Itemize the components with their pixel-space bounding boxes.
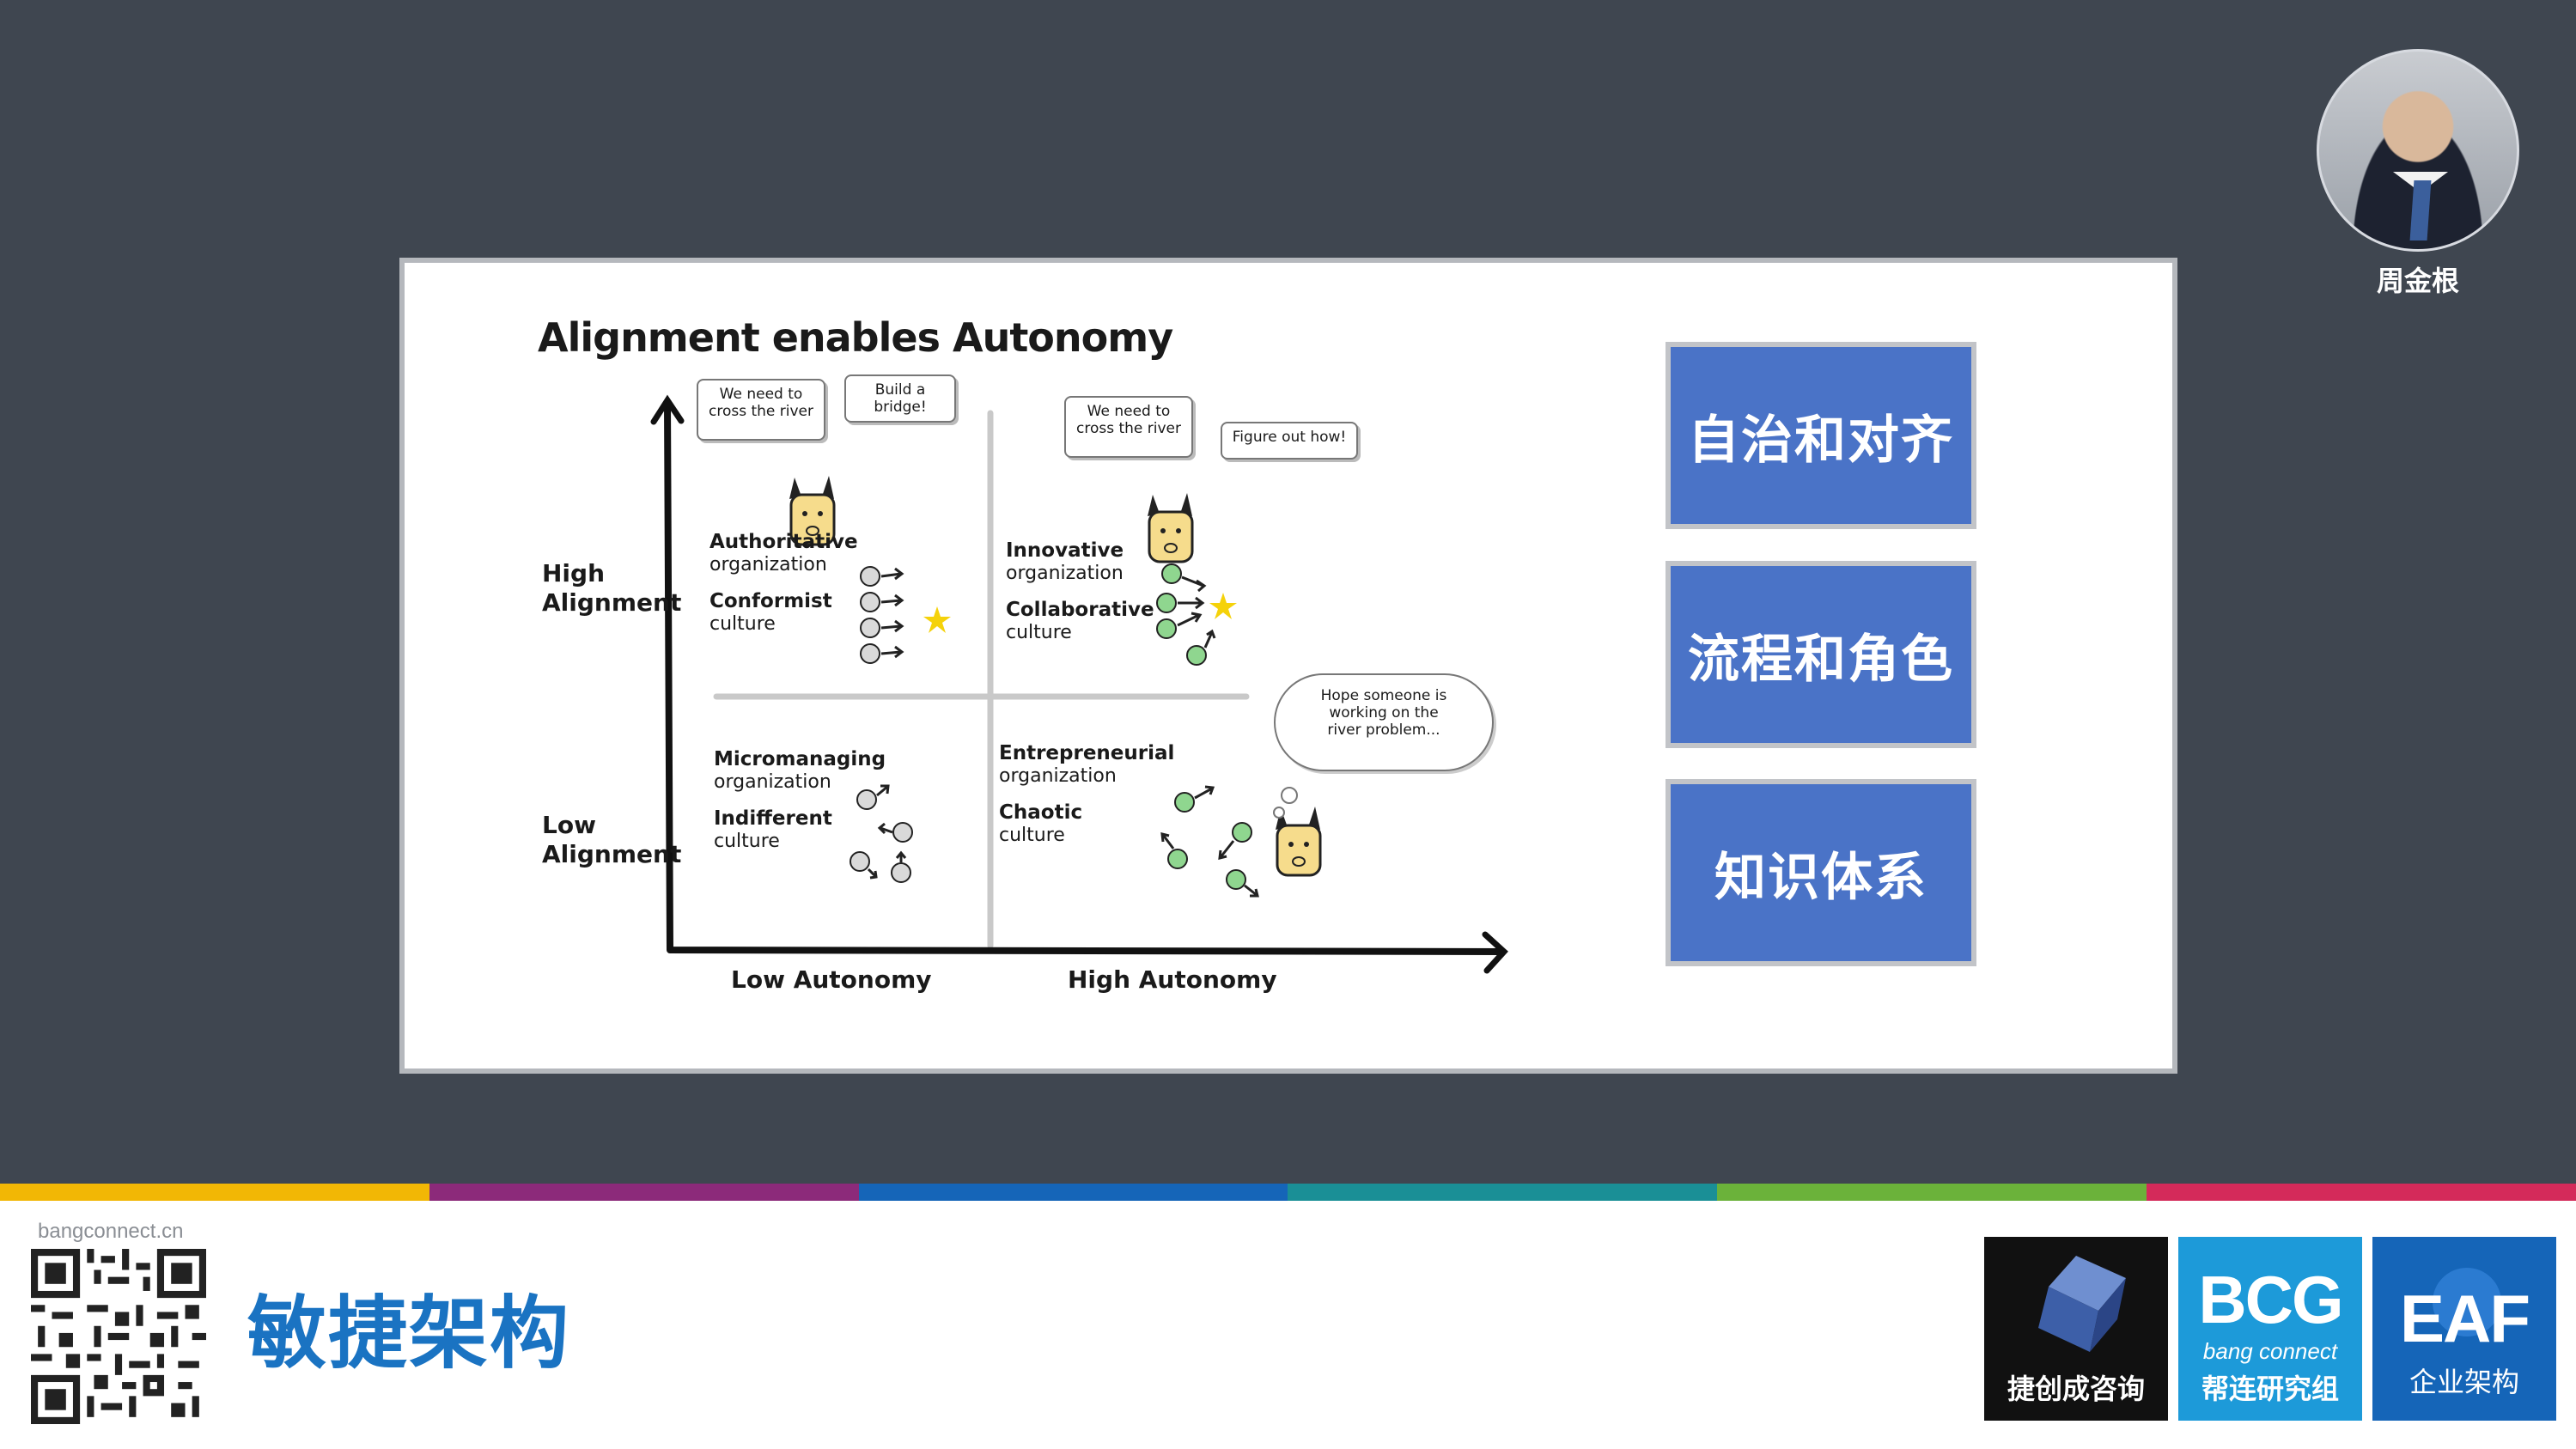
brand-title: 敏捷架构 xyxy=(247,1288,571,1379)
stripe-segment xyxy=(0,1184,429,1201)
alignment-autonomy-diagram: Alignment enables Autonomy xyxy=(533,314,1530,1019)
org-type: Entrepreneurial xyxy=(999,742,1175,764)
qr-code xyxy=(31,1249,206,1424)
diagram-title: Alignment enables Autonomy xyxy=(538,314,1173,361)
speech-bubble-need-cross-right: We need to cross the river xyxy=(1064,396,1193,458)
quadrant-top-right-text: Innovative organization Collaborative cu… xyxy=(1006,539,1154,644)
quadrant-bottom-right-text: Entrepreneurial organization Chaotic cul… xyxy=(999,742,1174,847)
presenter-name: 周金根 xyxy=(2376,265,2459,297)
y-axis-high-label: High Alignment xyxy=(542,559,682,617)
concept-knowledge-system[interactable]: 知识体系 xyxy=(1666,779,1976,966)
quadrant-top-left-text: Authoritative organization Conformist cu… xyxy=(709,531,858,636)
quadrant-bottom-left-text: Micromanaging organization Indifferent c… xyxy=(714,748,886,853)
culture-word: culture xyxy=(999,825,1065,846)
speech-bubble-need-cross-left: We need to cross the river xyxy=(697,379,825,441)
footer-bar: bangconnect.cn 敏捷架构 捷创成咨询 BCG bang conn xyxy=(0,1201,2576,1449)
culture-type: Conformist xyxy=(709,590,832,612)
diagram-axes xyxy=(650,394,1508,974)
x-axis-arrowhead xyxy=(1482,931,1508,974)
logo-bcg[interactable]: BCG bang connect 帮连研究组 xyxy=(2178,1237,2362,1421)
x-axis-high-label: High Autonomy xyxy=(1068,965,1277,994)
concept-process-roles[interactable]: 流程和角色 xyxy=(1666,561,1976,748)
culture-word: culture xyxy=(714,831,780,852)
concept-autonomy-alignment[interactable]: 自治和对齐 xyxy=(1666,342,1976,529)
logo-caption: 企业架构 xyxy=(2409,1366,2519,1398)
site-url[interactable]: bangconnect.cn xyxy=(38,1220,184,1243)
indifferent-faces xyxy=(850,789,913,883)
org-word: organization xyxy=(999,765,1117,787)
avatar-tie xyxy=(2409,180,2432,240)
culture-type: Indifferent xyxy=(714,807,832,830)
culture-word: culture xyxy=(709,613,776,635)
org-word: organization xyxy=(714,771,831,793)
logo-caption: 捷创成咨询 xyxy=(2007,1373,2145,1405)
org-type: Micromanaging xyxy=(714,748,886,770)
culture-type: Collaborative xyxy=(1006,599,1154,621)
thought-cloud-hope: Hope someone is working on the river pro… xyxy=(1274,673,1494,771)
org-type: Authoritative xyxy=(709,531,858,553)
stripe-segment xyxy=(2147,1184,2576,1201)
goal-star-right xyxy=(1209,593,1237,619)
logo-bcg-sub: bang connect xyxy=(2202,1338,2338,1364)
color-stripe xyxy=(0,1184,2576,1201)
x-axis-low-label: Low Autonomy xyxy=(731,965,932,994)
collaborative-faces xyxy=(1156,563,1207,666)
logo-bcg-text: BCG xyxy=(2198,1262,2343,1337)
presenter-avatar xyxy=(2317,49,2519,252)
collaborative-arrows xyxy=(1177,575,1216,648)
conformist-faces xyxy=(860,566,880,664)
culture-word: culture xyxy=(1006,622,1072,643)
chaotic-arrows xyxy=(1160,785,1259,898)
logo-eaf[interactable]: EAF 企业架构 xyxy=(2372,1237,2556,1421)
indifferent-arrows xyxy=(867,784,907,880)
manager-figure-top-right xyxy=(1148,493,1194,563)
manager-figure-top-left xyxy=(789,476,836,546)
logo-eaf-circle xyxy=(2433,1268,2501,1336)
org-type: Innovative xyxy=(1006,539,1124,562)
stripe-segment xyxy=(1717,1184,2147,1201)
logo-caption: 帮连研究组 xyxy=(2201,1373,2339,1405)
org-word: organization xyxy=(709,554,827,575)
logo-jiechuangcheng[interactable]: 捷创成咨询 xyxy=(1984,1237,2168,1421)
y-axis-low-label: Low Alignment xyxy=(542,811,682,868)
stripe-segment xyxy=(858,1184,1288,1201)
chaotic-faces xyxy=(1167,792,1252,890)
org-word: organization xyxy=(1006,563,1124,584)
thought-dots xyxy=(1273,787,1298,819)
speech-bubble-figure-out: Figure out how! xyxy=(1221,422,1358,460)
axis-lines xyxy=(664,399,1506,955)
goal-star-left xyxy=(923,606,951,633)
manager-figure-bottom-right xyxy=(1276,807,1322,877)
logo-eaf-text: EAF xyxy=(2400,1281,2530,1356)
culture-type: Chaotic xyxy=(999,801,1083,824)
stripe-segment xyxy=(429,1184,859,1201)
speech-bubble-build-bridge: Build a bridge! xyxy=(844,374,956,423)
y-axis-arrowhead xyxy=(650,394,685,425)
cube-icon xyxy=(2038,1256,2126,1352)
stripe-segment xyxy=(1288,1184,1718,1201)
slide-panel: Alignment enables Autonomy xyxy=(399,258,2177,1074)
conformist-arrows xyxy=(880,567,904,659)
